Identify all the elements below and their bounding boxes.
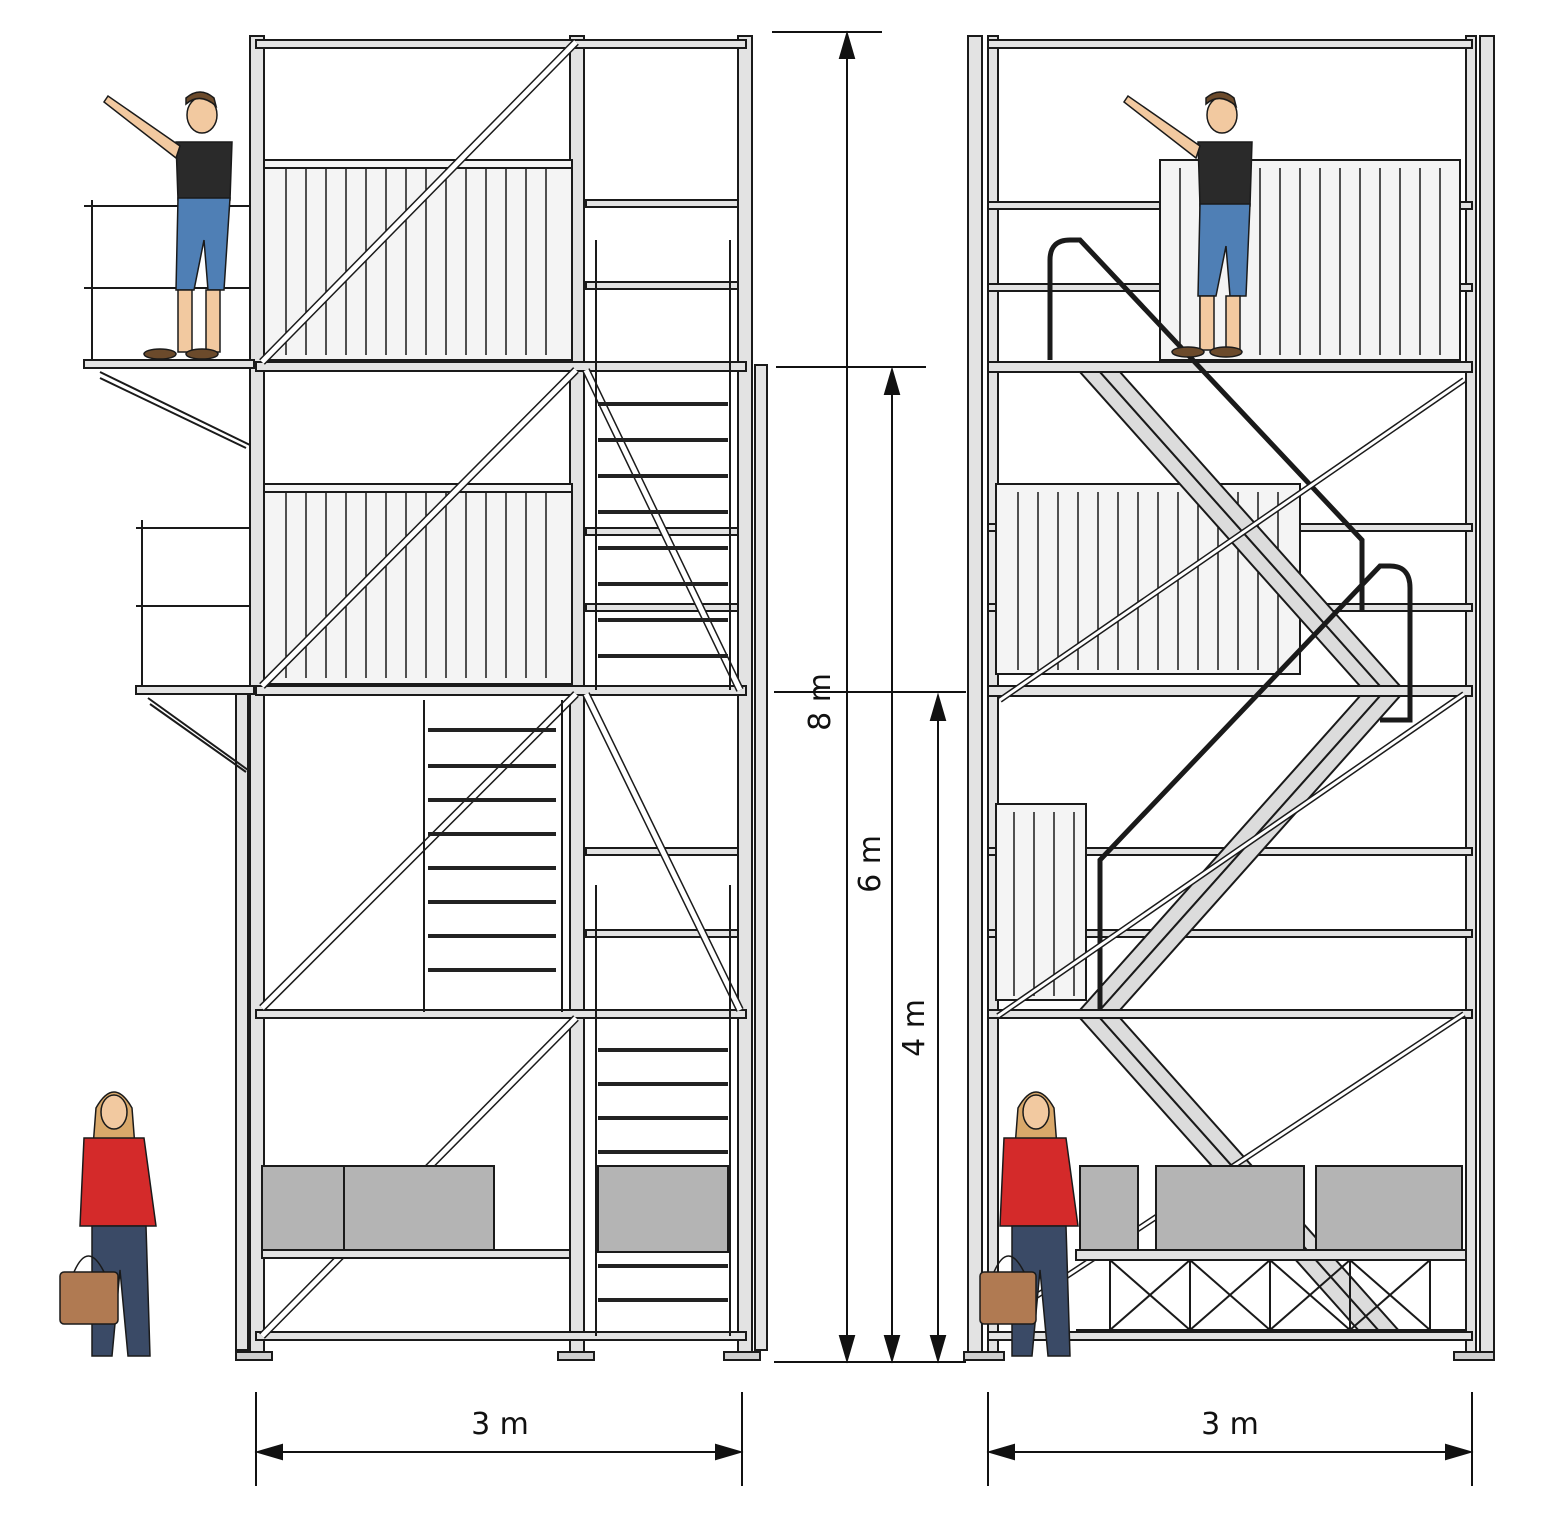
right-guardrail-low (995, 803, 1087, 1001)
dimension-label-height-total: 8 m (803, 673, 838, 731)
right-base-truss (1075, 1249, 1467, 1331)
left-elevation (83, 35, 768, 1361)
left-base-plates (235, 1351, 761, 1361)
woman-with-bag-icon (59, 1091, 157, 1357)
person-pointing-icon (102, 91, 233, 360)
left-stair-stringers (423, 240, 731, 1336)
left-cantilever-mid (135, 520, 255, 773)
right-handrails (1047, 237, 1413, 1010)
dimension-label-height-low: 4 m (897, 999, 932, 1057)
right-base-plates (963, 1351, 1495, 1361)
dimension-label-height-mid: 6 m (853, 835, 888, 893)
right-guardrail-mid (995, 483, 1301, 675)
dimension-lines (254, 30, 1474, 1486)
woman-with-bag-right-icon (979, 1091, 1079, 1357)
dimension-label-width-left: 3 m (471, 1407, 529, 1442)
left-guardrail-upper (263, 159, 573, 361)
left-stair-mid (428, 728, 556, 972)
left-ledgers (255, 39, 747, 1341)
dimension-label-width-right: 3 m (1201, 1407, 1259, 1442)
left-stair-upper (598, 402, 728, 658)
left-cantilever-top (83, 200, 255, 449)
right-ballast-panels (1079, 1165, 1463, 1251)
person-pointing-right-icon (1122, 91, 1253, 358)
left-ballast-panels (261, 1165, 729, 1253)
left-guardrail-middle (263, 483, 573, 685)
right-elevation (963, 35, 1495, 1361)
